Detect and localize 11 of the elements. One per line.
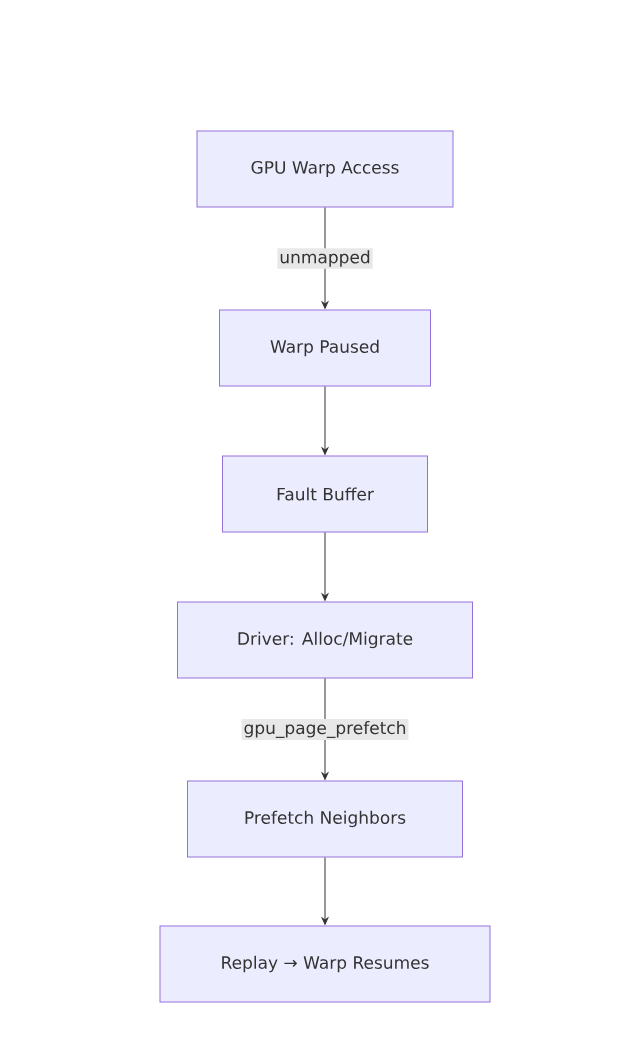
arrow — [321, 532, 329, 601]
process-box: Replay → Warp Resumes — [159, 925, 491, 1003]
arrow — [321, 386, 329, 455]
process-box: Fault Buffer — [222, 455, 428, 533]
edge-label: gpu_page_prefetch — [241, 719, 409, 740]
edge-label: unmapped — [277, 248, 373, 269]
process-box: Prefetch Neighbors — [187, 780, 463, 858]
process-box: GPU Warp Access — [196, 130, 454, 208]
process-box: Driver: Alloc/Migrate — [177, 601, 473, 679]
process-box: Warp Paused — [219, 309, 431, 387]
arrow — [321, 857, 329, 925]
